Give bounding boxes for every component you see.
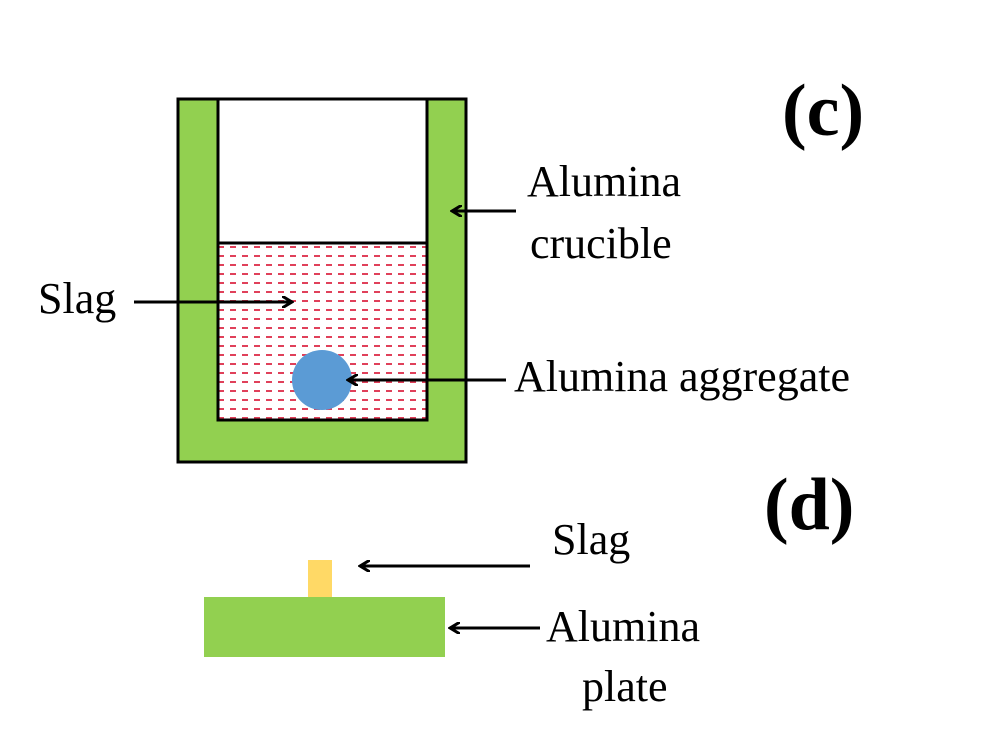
label-aggregate: Alumina aggregate xyxy=(514,352,850,401)
label-slag-c: Slag xyxy=(38,274,117,323)
slag-sample xyxy=(308,560,332,597)
label-plate-line2: plate xyxy=(582,662,668,711)
label-plate-line1: Alumina xyxy=(546,602,700,651)
panel-c-tag: (c) xyxy=(782,70,865,152)
label-crucible-line1: Alumina xyxy=(527,157,681,206)
alumina-aggregate xyxy=(292,350,352,410)
panel-d-tag: (d) xyxy=(764,464,855,546)
label-crucible-line2: crucible xyxy=(530,219,672,268)
alumina-plate xyxy=(204,597,445,657)
label-slag-d: Slag xyxy=(552,515,631,564)
crucible-empty-space xyxy=(216,97,429,245)
